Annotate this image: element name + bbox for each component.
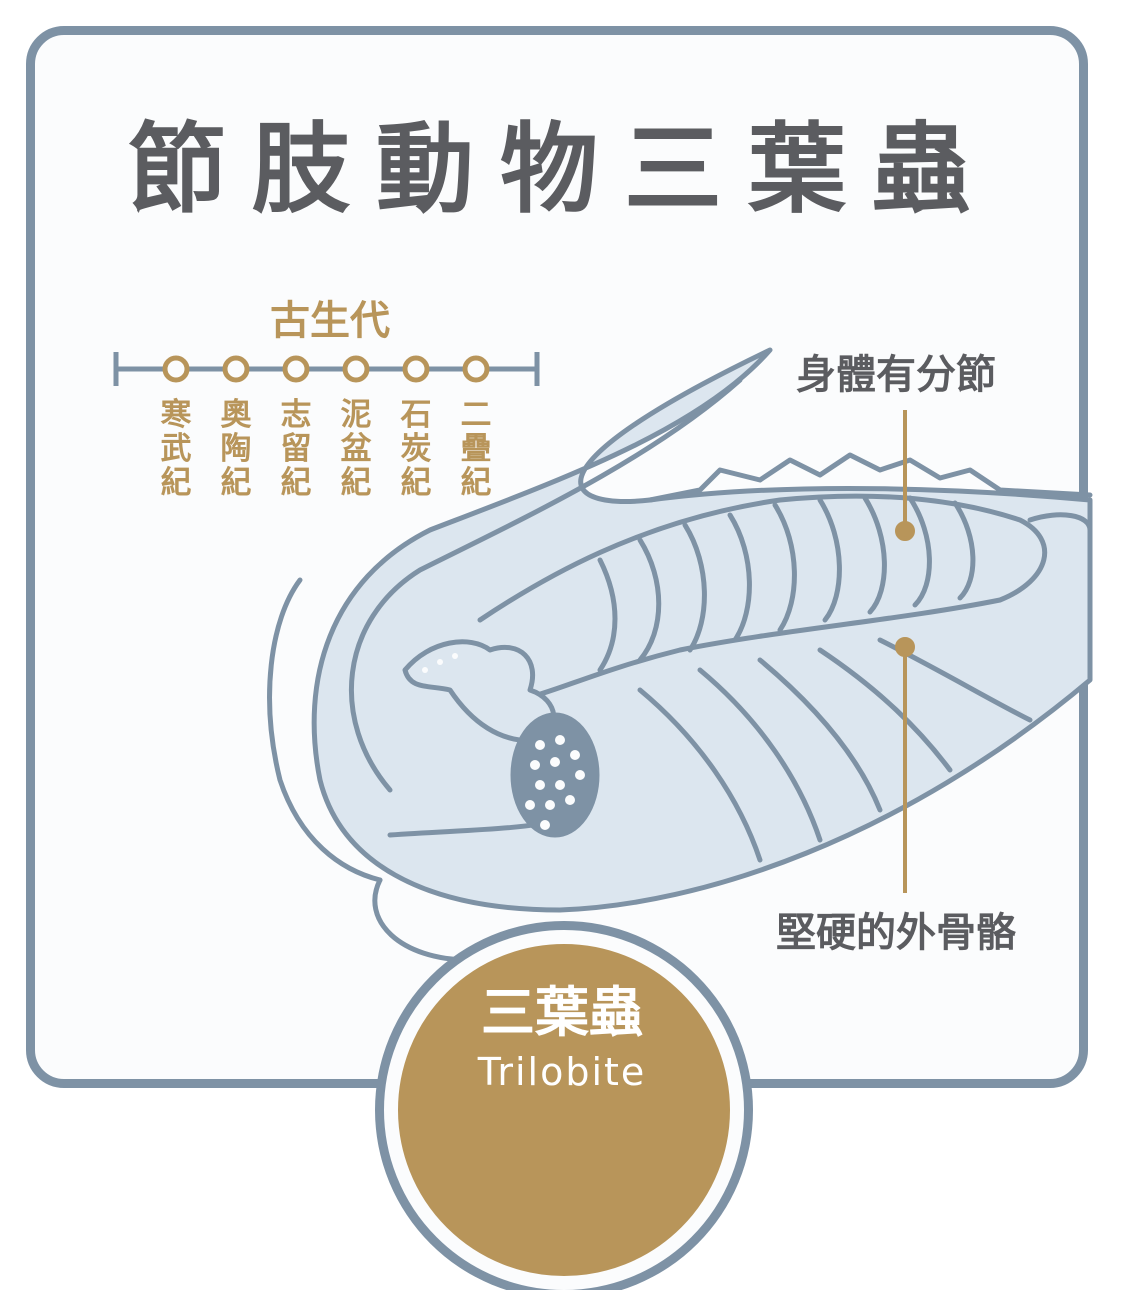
trilobite-drawing: [267, 347, 1093, 963]
label-segmented-body: 身體有分節: [796, 352, 996, 398]
period-carboniferous: 石炭紀: [400, 397, 432, 501]
timeline-dot: [162, 355, 190, 383]
timeline-dot: [402, 355, 430, 383]
era-label: 古生代: [270, 298, 390, 344]
badge-name-zh: 三葉蟲: [481, 981, 643, 1044]
timeline-axis: [113, 352, 540, 386]
period-cambrian: 寒武紀: [160, 397, 192, 501]
timeline-dot: [462, 355, 490, 383]
label-exoskeleton: 堅硬的外骨骼: [776, 910, 1016, 956]
period-devonian: 泥盆紀: [340, 397, 372, 501]
badge-name-en: Trilobite: [477, 1050, 647, 1094]
timeline-dot: [282, 355, 310, 383]
page-title: 節肢動物三葉蟲: [127, 113, 996, 227]
timeline-dot: [342, 355, 370, 383]
period-ordovician: 奧陶紀: [220, 397, 252, 501]
period-permian: 二疊紀: [460, 397, 492, 501]
period-silurian: 志留紀: [280, 397, 312, 501]
illustration: [113, 347, 1093, 963]
period-list: 寒武紀 奧陶紀 志留紀 泥盆紀 石炭紀 二疊紀: [150, 398, 550, 508]
timeline-dot: [222, 355, 250, 383]
annotation-pointers: [895, 410, 915, 893]
